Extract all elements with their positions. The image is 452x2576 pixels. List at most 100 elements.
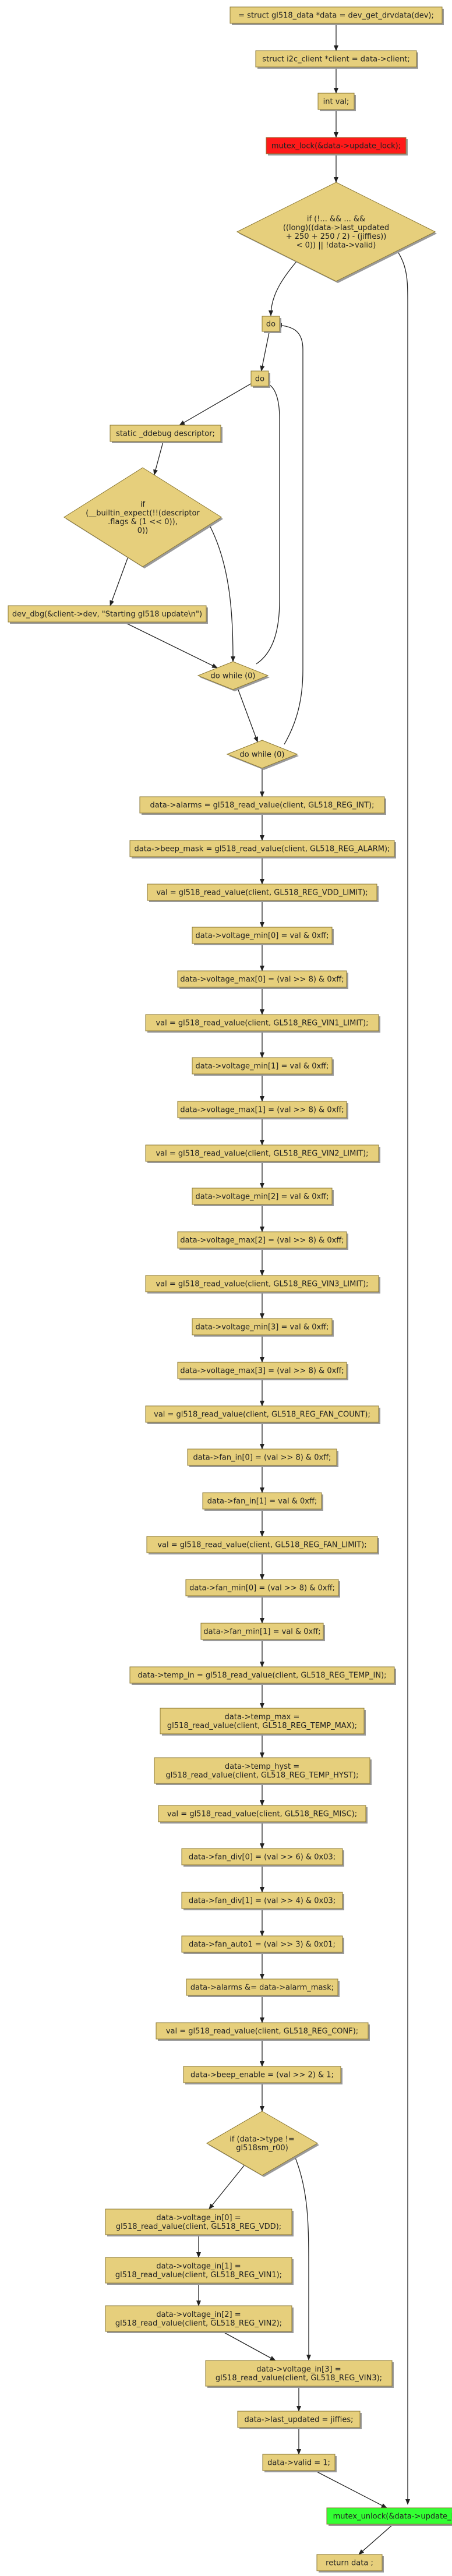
flow-node-n13: data->alarms = gl518_read_value(client, … — [139, 796, 386, 815]
node-label: val = gl518_read_value(client, GL518_REG… — [156, 1150, 368, 1158]
node-label: data->temp_max = — [225, 1713, 300, 1722]
statement-box — [202, 1492, 322, 1510]
flow-node-n39: data->fan_auto1 = (val >> 3) & 0x01; — [181, 1935, 344, 1954]
flow-node-n27: val = gl518_read_value(client, GL518_REG… — [145, 1405, 380, 1424]
flow-node-n8: static _ddebug descriptor; — [110, 425, 223, 443]
node-label: val = gl518_read_value(client, GL518_REG… — [154, 1411, 370, 1419]
node-label: data->voltage_max[3] = (val >> 8) & 0xff… — [180, 1367, 344, 1376]
node-label: val = gl518_read_value(client, GL518_REG… — [156, 889, 368, 897]
node-label: data->voltage_in[2] = — [156, 2310, 241, 2319]
statement-box — [8, 605, 207, 623]
flow-node-n49: data->valid = 1; — [262, 2454, 337, 2472]
statement-box — [105, 2208, 292, 2235]
edge-n12-to-n6 — [276, 323, 303, 745]
flow-node-n48: data->last_updated = jiffies; — [237, 2411, 362, 2429]
node-label: data->voltage_in[0] = — [156, 2214, 241, 2222]
statement-box — [177, 1231, 347, 1249]
node-label: do — [266, 320, 276, 329]
node-label: data->fan_div[0] = (val >> 6) & 0x03; — [189, 1853, 336, 1862]
statement-box — [145, 1144, 379, 1162]
edge-n11-to-n7 — [256, 381, 280, 665]
flow-node-n3: int val; — [317, 93, 356, 111]
flow-node-n40: data->alarms &= data->alarm_mask; — [186, 1978, 340, 1997]
node-label: val = gl518_read_value(client, GL518_REG… — [156, 1019, 368, 1028]
edge-n6-to-n7 — [260, 331, 270, 372]
statement-box — [156, 2022, 369, 2040]
flow-node-n46: data->voltage_in[2] =gl518_read_value(cl… — [105, 2305, 294, 2333]
node-label: data->fan_min[1] = val & 0xff; — [203, 1628, 320, 1637]
statement-box — [192, 1057, 333, 1075]
flow-node-n43: if (data->type !=gl518sm_r00) — [206, 2111, 319, 2177]
flow-node-n11: do while (0) — [197, 661, 270, 691]
decision-diamond — [226, 740, 298, 769]
node-label: data->voltage_min[0] = val & 0xff; — [196, 932, 329, 941]
node-label: static _ddebug descriptor; — [116, 430, 215, 439]
flow-node-n1: = struct gl518_data *data = dev_get_drvd… — [229, 6, 444, 25]
node-label: val = gl518_read_value(client, GL518_REG… — [157, 1541, 366, 1550]
statement-box — [185, 1579, 339, 1596]
statement-box — [326, 2507, 452, 2525]
flow-node-n51: return data ; — [316, 2554, 384, 2573]
flow-node-n47: data->voltage_in[3] =gl518_read_value(cl… — [205, 2360, 394, 2388]
flow-node-n9: if(__builtin_expect(!!(descriptor.flags … — [63, 467, 223, 568]
node-label: do while (0) — [240, 751, 285, 759]
statement-box — [154, 1757, 370, 1784]
statement-box — [158, 1805, 366, 1822]
statement-box — [145, 1014, 379, 1031]
flow-node-n42: data->beep_enable = (val >> 2) & 1; — [183, 2066, 342, 2084]
statement-box — [205, 2360, 393, 2387]
node-label: + 250 + 250 / 2) - (jiffies)) — [286, 232, 387, 241]
statement-box — [146, 1536, 378, 1553]
flow-node-n17: data->voltage_max[0] = (val >> 8) & 0xff… — [177, 970, 348, 989]
node-label: if (data->type != — [229, 2135, 295, 2144]
statement-box — [229, 6, 443, 24]
node-label: data->valid = 1; — [267, 2459, 330, 2468]
flow-node-n37: data->fan_div[0] = (val >> 6) & 0x03; — [181, 1848, 344, 1867]
flow-node-n50: mutex_unlock(&data->update_lock); — [326, 2507, 452, 2526]
flow-node-n44: data->voltage_in[0] =gl518_read_value(cl… — [105, 2208, 294, 2236]
edge-n7-to-n8 — [179, 383, 252, 426]
statement-box — [181, 1935, 343, 1953]
node-label: val = gl518_read_value(client, GL518_REG… — [166, 2027, 358, 2036]
node-label: do while (0) — [211, 672, 256, 681]
flow-node-n6: do — [262, 316, 281, 333]
statement-box — [183, 2066, 341, 2083]
node-label: mutex_lock(&data->update_lock); — [271, 142, 401, 151]
node-label: data->fan_in[1] = val & 0xff; — [207, 1497, 317, 1506]
statement-box — [266, 137, 407, 154]
edge-n43-to-n44 — [209, 2165, 245, 2210]
statement-box — [187, 1448, 337, 1466]
flow-node-n45: data->voltage_in[1] =gl518_read_value(cl… — [105, 2257, 294, 2285]
node-label: gl518_read_value(client, GL518_REG_VIN1)… — [115, 2271, 282, 2280]
edge-n9-to-n11 — [204, 517, 235, 662]
node-label: return data ; — [326, 2559, 373, 2568]
node-label: data->voltage_in[1] = — [156, 2262, 241, 2271]
node-label: int val; — [323, 98, 349, 107]
statement-box — [105, 2305, 292, 2332]
node-label: data->voltage_in[3] = — [256, 2365, 341, 2374]
statement-box — [192, 1188, 333, 1205]
node-label: data->beep_enable = (val >> 2) & 1; — [190, 2071, 334, 2080]
edge-n10-to-n11 — [123, 621, 218, 669]
node-label: .flags & (1 << 0)), — [108, 518, 178, 526]
decision-diamond — [206, 2111, 318, 2176]
node-label: data->voltage_min[2] = val & 0xff; — [196, 1193, 329, 1202]
statement-box — [186, 1978, 338, 1996]
statement-box — [147, 884, 377, 901]
flow-node-n12: do while (0) — [226, 740, 299, 770]
node-label: data->voltage_min[3] = val & 0xff; — [196, 1323, 329, 1332]
statement-box — [177, 970, 347, 988]
statement-box — [317, 93, 355, 110]
flow-node-n19: data->voltage_min[1] = val & 0xff; — [192, 1057, 334, 1076]
flow-node-n35: data->temp_hyst =gl518_read_value(client… — [154, 1757, 372, 1785]
flow-node-n41: val = gl518_read_value(client, GL518_REG… — [156, 2022, 370, 2041]
flow-node-n28: data->fan_in[0] = (val >> 8) & 0xff; — [187, 1448, 338, 1467]
statement-box — [145, 1275, 379, 1292]
flow-node-n18: val = gl518_read_value(client, GL518_REG… — [145, 1014, 380, 1033]
flow-node-n31: data->fan_min[0] = (val >> 8) & 0xff; — [185, 1579, 340, 1598]
flow-node-n23: data->voltage_max[2] = (val >> 8) & 0xff… — [177, 1231, 348, 1250]
node-label: data->voltage_max[1] = (val >> 8) & 0xff… — [180, 1106, 344, 1115]
flow-node-n7: do — [250, 370, 270, 388]
node-label: struct i2c_client *client = data->client… — [262, 55, 410, 64]
flow-node-n21: val = gl518_read_value(client, GL518_REG… — [145, 1144, 380, 1163]
